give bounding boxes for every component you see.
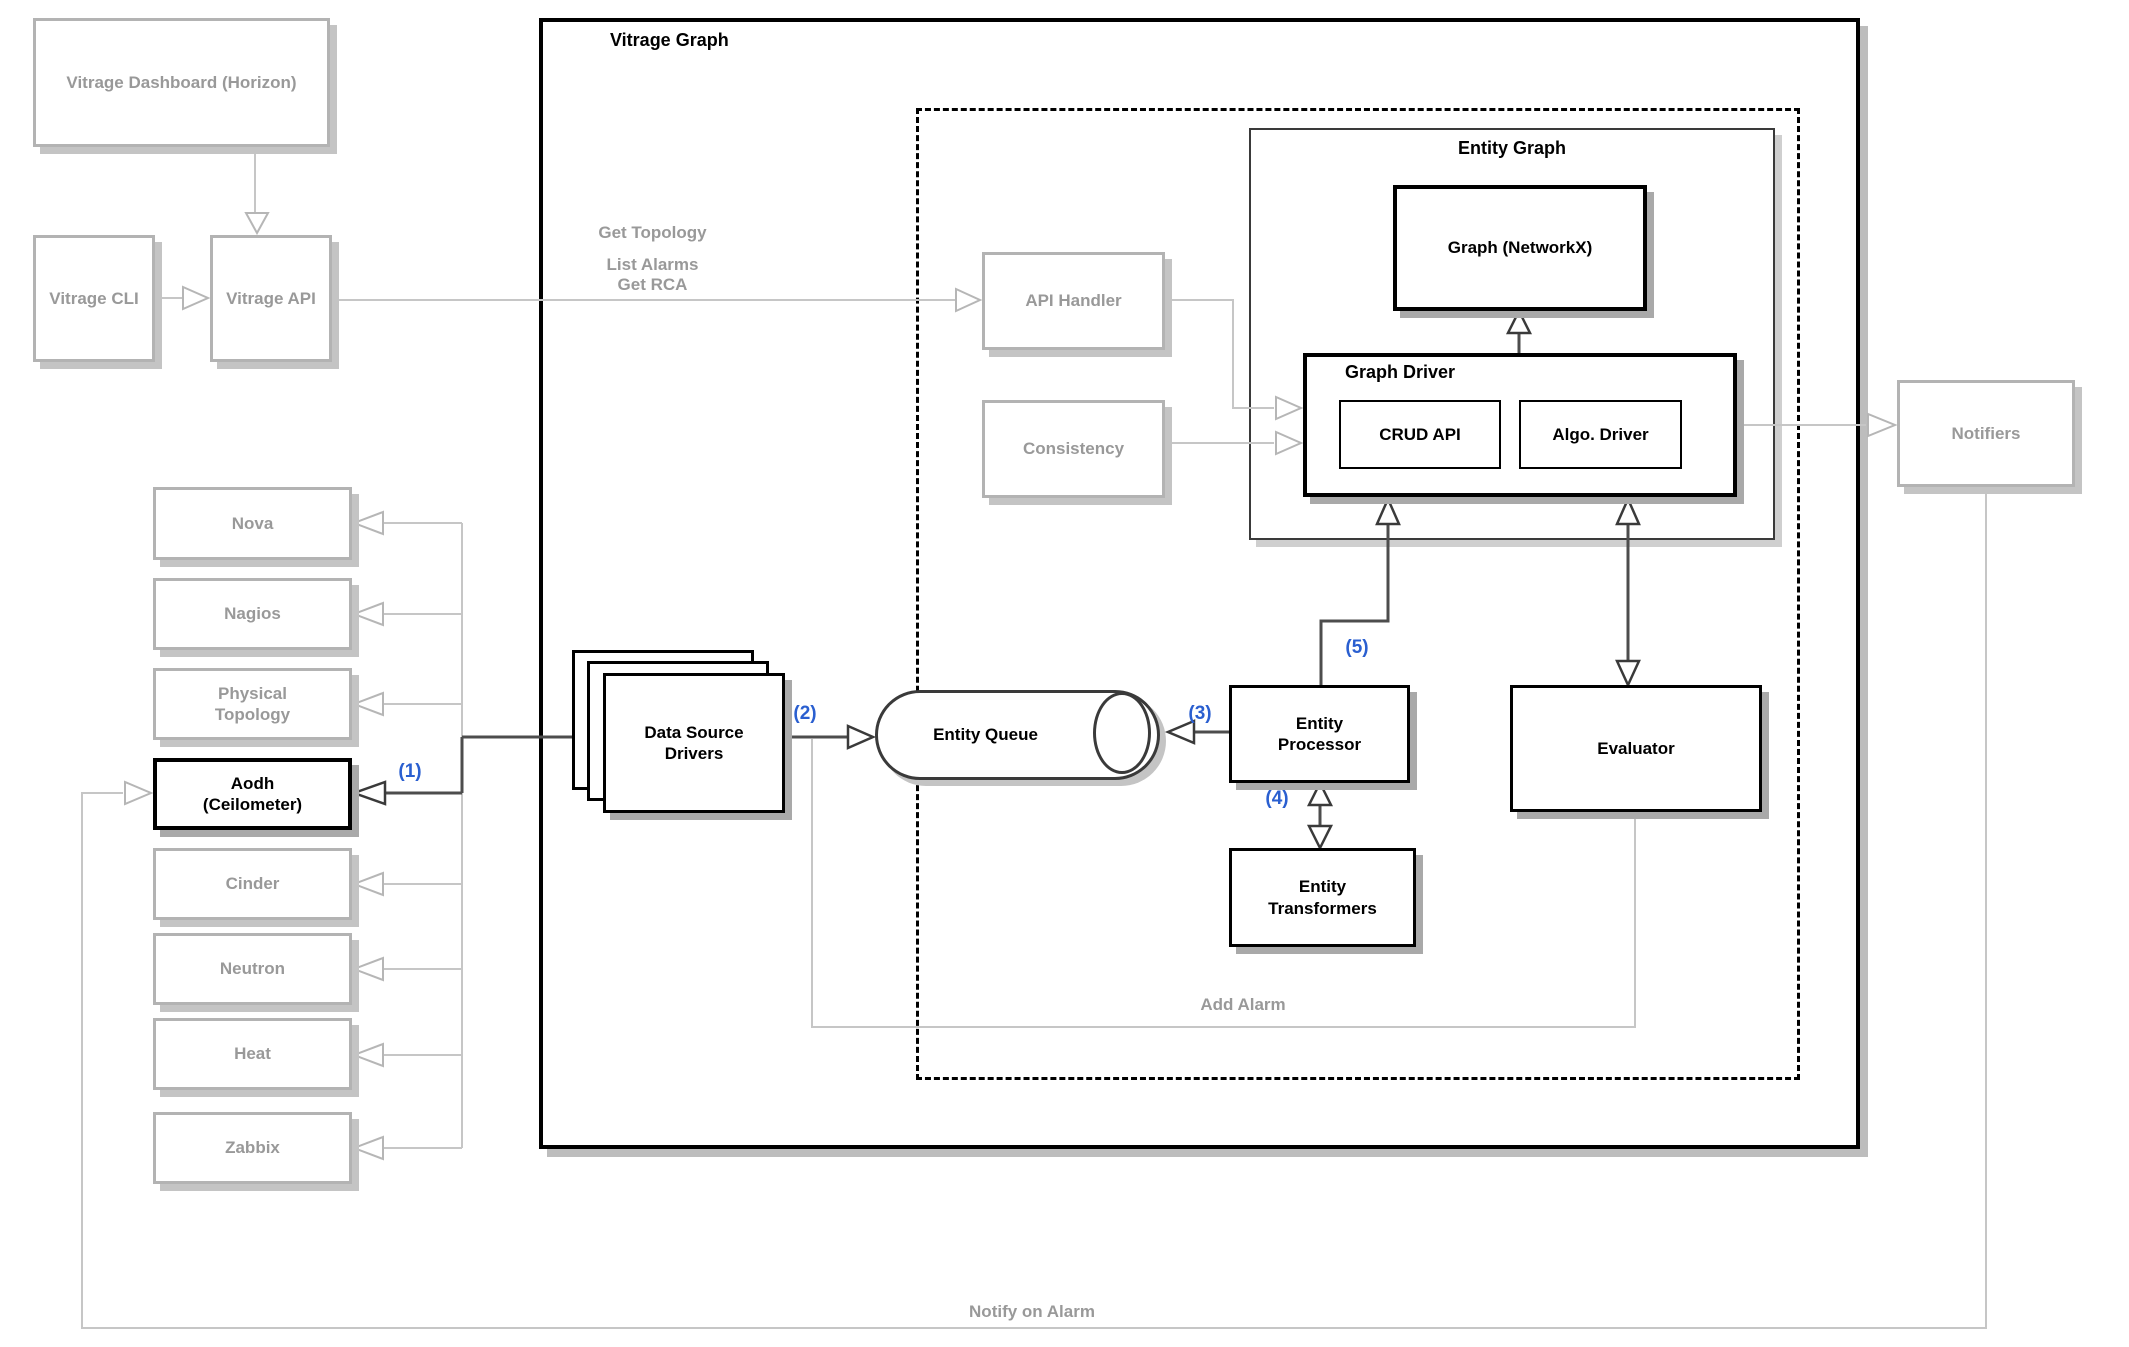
node-zabbix: Zabbix xyxy=(153,1112,352,1184)
entity-graph-title: Entity Graph xyxy=(1457,138,1566,158)
node-label: Vitrage Dashboard (Horizon) xyxy=(66,72,297,92)
step-annotation-3: (3) xyxy=(1188,703,1212,724)
node-heat: Heat xyxy=(153,1018,352,1090)
node-vitrage-api: Vitrage API xyxy=(210,235,332,362)
node-api-handler: API Handler xyxy=(982,252,1165,350)
label-list-alarms: List Alarms xyxy=(606,255,699,274)
node-nagios: Nagios xyxy=(153,578,352,650)
label-notify-on-alarm: Notify on Alarm xyxy=(969,1302,1095,1321)
node-entity-transformers: Entity Transformers xyxy=(1229,848,1416,947)
node-cinder: Cinder xyxy=(153,848,352,920)
node-vitrage-dashboard: Vitrage Dashboard (Horizon) xyxy=(33,18,330,147)
node-data-source-drivers: Data Source Drivers xyxy=(603,673,785,813)
step-annotation-4: (4) xyxy=(1265,788,1289,809)
node-label: Vitrage CLI xyxy=(49,288,139,308)
node-aodh-ceilometer: Aodh (Ceilometer) xyxy=(153,758,352,830)
node-evaluator: Evaluator xyxy=(1510,685,1762,812)
node-neutron: Neutron xyxy=(153,933,352,1005)
node-algo-driver: Algo. Driver xyxy=(1519,400,1682,469)
node-label: Neutron xyxy=(219,959,286,979)
node-label: Aodh (Ceilometer) xyxy=(202,773,303,814)
node-label: Vitrage API xyxy=(226,288,316,308)
step-annotation-1: (1) xyxy=(398,761,422,782)
node-label: Entity Processor xyxy=(1277,713,1362,754)
node-consistency: Consistency xyxy=(982,400,1165,498)
node-label: Zabbix xyxy=(225,1138,280,1158)
node-vitrage-cli: Vitrage CLI xyxy=(33,235,155,362)
node-notifiers: Notifiers xyxy=(1897,380,2075,487)
node-label: Heat xyxy=(234,1044,271,1064)
vitrage-graph-title: Vitrage Graph xyxy=(610,30,729,50)
node-graph-networkx: Graph (NetworkX) xyxy=(1393,185,1647,311)
node-label: CRUD API xyxy=(1379,424,1461,444)
node-label: Nova xyxy=(231,513,274,533)
node-label: Nagios xyxy=(224,604,281,624)
node-label: Entity Transformers xyxy=(1268,877,1377,918)
node-entity-processor: Entity Processor xyxy=(1229,685,1410,783)
node-label: Algo. Driver xyxy=(1552,424,1649,444)
node-label: API Handler xyxy=(1025,291,1122,311)
label-add-alarm: Add Alarm xyxy=(1200,995,1286,1014)
label-get-rca: Get RCA xyxy=(617,275,688,294)
node-nova: Nova xyxy=(153,487,352,560)
node-entity-queue: Entity Queue xyxy=(875,690,1160,780)
node-label: Physical Topology xyxy=(214,683,291,724)
node-label: Notifiers xyxy=(1951,423,2021,443)
node-physical-topology: Physical Topology xyxy=(153,668,352,740)
node-label: Entity Queue xyxy=(933,725,1038,744)
label-get-topology: Get Topology xyxy=(598,223,707,242)
node-label: Data Source Drivers xyxy=(644,722,744,763)
node-label: Consistency xyxy=(1022,439,1125,459)
step-annotation-2: (2) xyxy=(793,703,817,724)
graph-driver-title: Graph Driver xyxy=(1345,362,1456,382)
node-label: Cinder xyxy=(225,874,280,894)
vitrage-graph-inner-dashed-boundary xyxy=(916,108,1800,1080)
node-crud-api: CRUD API xyxy=(1339,400,1501,469)
node-label: Graph (NetworkX) xyxy=(1447,238,1593,258)
step-annotation-5: (5) xyxy=(1345,637,1369,658)
node-label: Evaluator xyxy=(1597,738,1675,758)
cylinder-cap xyxy=(1093,692,1151,774)
